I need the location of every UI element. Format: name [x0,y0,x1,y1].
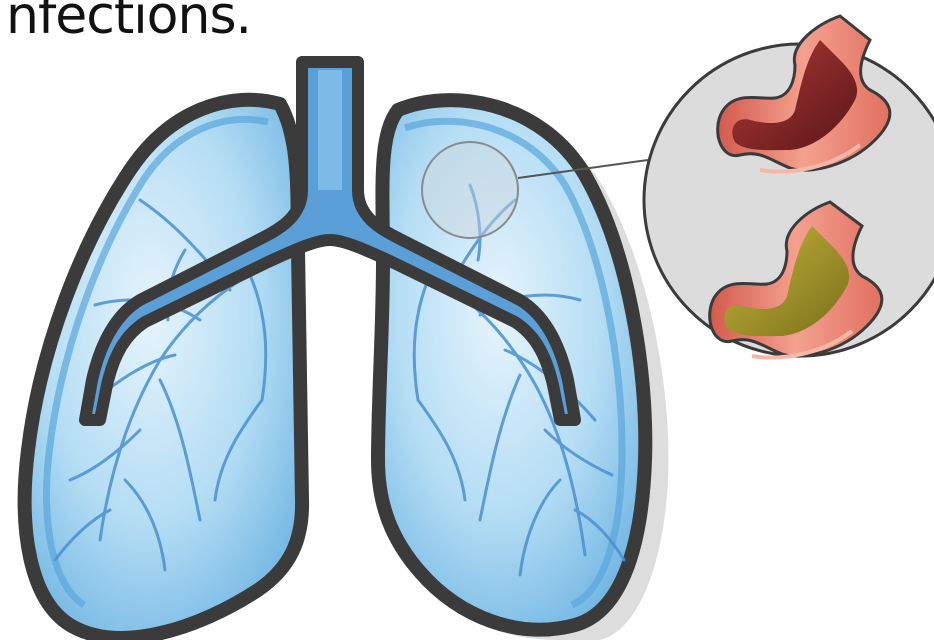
magnifier-circle-icon [422,142,518,238]
